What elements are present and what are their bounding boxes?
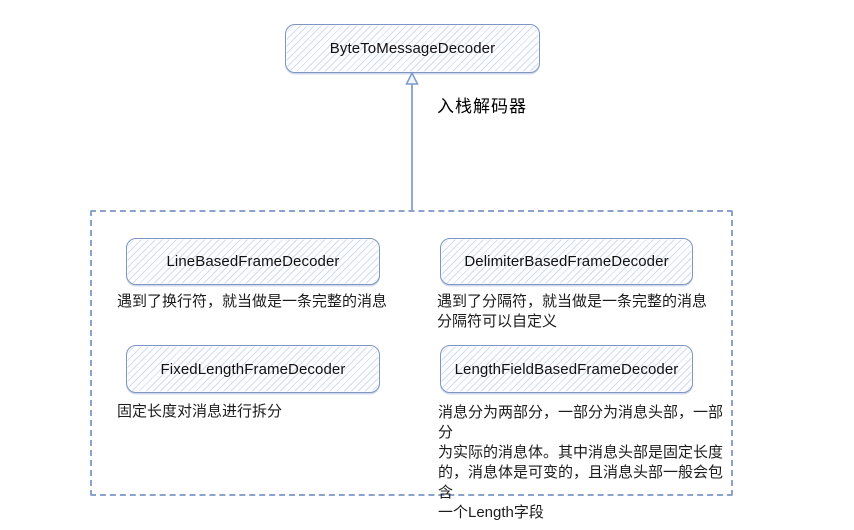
node-line-based-frame-decoder: LineBasedFrameDecoder [126, 238, 380, 285]
arrow-label: 入栈解码器 [437, 97, 527, 116]
node-description: 消息分为两部分，一部分为消息头部，一部分 为实际的消息体。其中消息头部是固定长度… [438, 404, 724, 521]
node-label: ByteToMessageDecoder [329, 40, 496, 57]
node-delimiter-based-frame-decoder: DelimiterBasedFrameDecoder [440, 238, 693, 285]
node-label: LengthFieldBasedFrameDecoder [454, 360, 679, 378]
node-byte-to-message-decoder: ByteToMessageDecoder [285, 24, 540, 73]
decoder-group-container [90, 210, 733, 496]
node-fixed-length-frame-decoder: FixedLengthFrameDecoder [126, 345, 380, 393]
inheritance-arrow [405, 71, 419, 210]
node-label: DelimiterBasedFrameDecoder [464, 253, 669, 270]
node-label: LineBasedFrameDecoder [166, 253, 340, 270]
node-length-field-based-frame-decoder: LengthFieldBasedFrameDecoder [440, 345, 693, 393]
node-description: 固定长度对消息进行拆分 [117, 403, 283, 420]
node-description: 遇到了分隔符，就当做是一条完整的消息 分隔符可以自定义 [437, 293, 708, 330]
node-description: 遇到了换行符，就当做是一条完整的消息 [117, 293, 388, 310]
node-label: FixedLengthFrameDecoder [160, 360, 346, 378]
